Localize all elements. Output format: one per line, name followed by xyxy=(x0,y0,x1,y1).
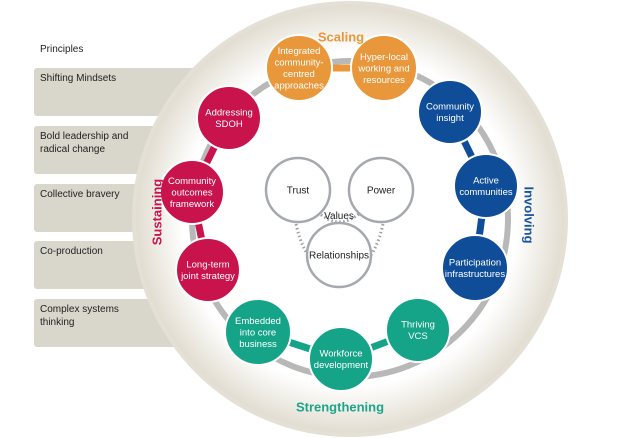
value-circle xyxy=(264,156,332,224)
principle-line: Complex systems xyxy=(40,304,119,315)
principle-complex-systems-thinking: Complex systems thinking xyxy=(40,304,119,328)
value-label: Relationships xyxy=(309,251,369,262)
node-circle xyxy=(385,297,451,363)
node-label-line: Addressing xyxy=(205,108,253,119)
value-circle xyxy=(305,221,373,289)
value-label: Trust xyxy=(287,186,310,197)
node-label-line: approaches xyxy=(274,81,324,92)
value-circle xyxy=(347,156,415,224)
node-label-line: communities xyxy=(459,187,513,198)
node-label-line: Thriving xyxy=(401,320,435,331)
node-circle xyxy=(417,79,483,145)
node-label-line: business xyxy=(239,339,277,350)
node-circle xyxy=(159,159,225,225)
node-circle xyxy=(453,153,519,219)
node-circle xyxy=(441,234,509,302)
node-label-line: Participation xyxy=(449,258,501,269)
section-label-sustaining: Sustaining xyxy=(149,179,164,246)
node-circle xyxy=(265,34,333,102)
node-label-line: Hyper-local xyxy=(360,52,408,63)
node-label-line: outcomes xyxy=(171,187,212,198)
node-label-line: framework xyxy=(170,199,215,210)
value-label: Power xyxy=(367,186,396,197)
node-label-line: joint strategy xyxy=(180,271,235,282)
principle-line: Shifting Mindsets xyxy=(40,73,116,84)
principle-line: thinking xyxy=(40,317,74,328)
node-label-line: Workforce xyxy=(319,349,362,360)
node-label-line: Active xyxy=(473,176,499,187)
node-label-line: resources xyxy=(363,75,405,86)
node-label-line: into core xyxy=(240,327,276,338)
node-circle xyxy=(196,85,262,151)
node-label-line: Embedded xyxy=(235,316,281,327)
section-label-scaling: Scaling xyxy=(318,29,364,44)
node-circle xyxy=(224,298,292,366)
principle-line: Bold leadership and xyxy=(40,131,128,142)
values-center-label: Values xyxy=(324,211,354,222)
value-relationships: Relationships xyxy=(305,221,373,289)
principle-shifting-mindsets: Shifting Mindsets xyxy=(40,73,116,84)
section-label-involving: Involving xyxy=(522,186,537,243)
node-label-line: Integrated xyxy=(278,46,321,57)
node-circle xyxy=(175,237,241,303)
node-circle xyxy=(350,34,418,102)
node-label-line: centred xyxy=(283,69,315,80)
node-label-line: working and xyxy=(357,63,409,74)
node-label-line: infrastructures xyxy=(445,269,505,280)
node-circle xyxy=(308,326,374,392)
value-power: Power xyxy=(347,156,415,224)
principles-heading: Principles xyxy=(40,44,83,55)
section-label-strengthening: Strengthening xyxy=(296,399,384,414)
node-label-line: insight xyxy=(436,113,464,124)
node-label-line: development xyxy=(314,360,369,371)
node-label-line: Community xyxy=(426,102,474,113)
node-label-line: SDOH xyxy=(215,119,243,130)
principle-co-production: Co-production xyxy=(40,246,103,257)
node-label-line: VCS xyxy=(408,331,428,342)
principle-bold-leadership-and-radical-change: Bold leadership and radical change xyxy=(40,131,128,155)
value-trust: Trust xyxy=(264,156,332,224)
principle-line: Collective bravery xyxy=(40,189,119,200)
node-label-line: Long-term xyxy=(186,260,229,271)
node-label-line: community- xyxy=(274,58,323,69)
node-label-line: Community xyxy=(168,176,216,187)
principle-line: Co-production xyxy=(40,246,103,257)
principle-line: radical change xyxy=(40,144,105,155)
principle-collective-bravery: Collective bravery xyxy=(40,189,119,200)
